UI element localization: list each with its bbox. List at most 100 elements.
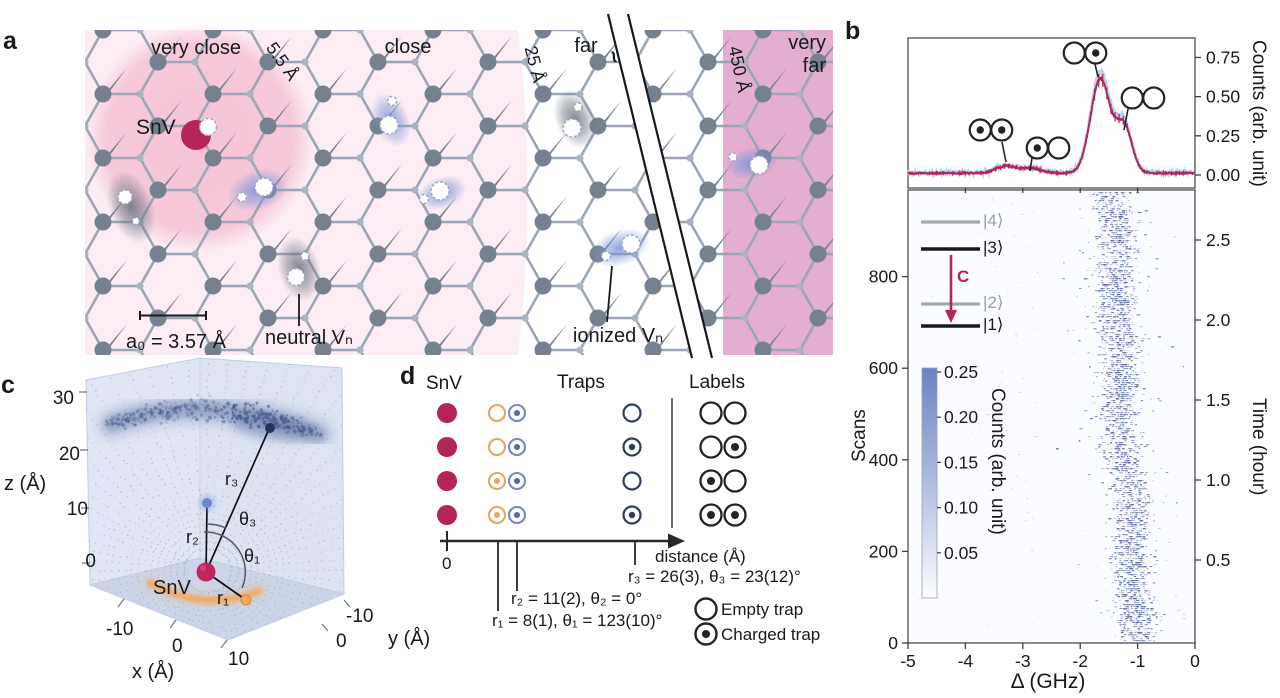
lattice-constant-label: a₀ = 3.57 Å xyxy=(125,331,227,353)
delta-axis-title: Δ (GHz) xyxy=(1010,670,1086,693)
svg-text:400: 400 xyxy=(869,450,898,470)
svg-text:0.50: 0.50 xyxy=(1206,87,1240,107)
state-row-2 xyxy=(437,435,747,459)
svg-text:0.05: 0.05 xyxy=(944,543,978,563)
break-line-left xyxy=(606,13,694,359)
trap2-point xyxy=(202,498,212,508)
svg-text:0.20: 0.20 xyxy=(944,407,978,427)
y-axis-title: y (Å) xyxy=(388,628,431,650)
vector-r2 xyxy=(205,504,208,573)
snv-dot xyxy=(437,505,457,525)
energy-level-diagram xyxy=(921,220,980,328)
region-label-close: close xyxy=(384,36,432,58)
snv-electron xyxy=(198,117,218,137)
r1-label: r₁ xyxy=(217,588,230,608)
wall-right xyxy=(199,357,345,595)
level-4-label: |4⟩ xyxy=(983,211,1004,230)
panel-b-plots: 0.000.250.500.7502004006008000.51.01.52.… xyxy=(869,37,1240,671)
ionized-leader-line xyxy=(606,265,613,323)
svg-text:-3: -3 xyxy=(1015,651,1031,671)
transition-c-arrowhead xyxy=(945,310,957,323)
vector-r3 xyxy=(205,428,270,573)
x-axis-title: x (Å) xyxy=(132,661,175,683)
break-line-right xyxy=(626,13,714,359)
panel-d-legend-table xyxy=(437,398,747,646)
snv-label-a: SnV xyxy=(136,116,176,139)
panel-c-3d-plot xyxy=(79,357,351,649)
x-tick-0: 0 xyxy=(172,636,183,657)
state-row-4 xyxy=(437,503,747,527)
svg-text:2.0: 2.0 xyxy=(1206,310,1231,330)
panel-b-label: b xyxy=(845,17,861,45)
r3-label: r₃ xyxy=(225,469,239,489)
column-header-traps: Traps xyxy=(557,372,605,393)
wall-left xyxy=(85,357,201,586)
svg-text:200: 200 xyxy=(869,541,898,561)
z-axis-title: z (Å) xyxy=(4,473,47,495)
distance-axis-label: distance (Å) xyxy=(655,547,746,566)
svg-text:-2: -2 xyxy=(1072,651,1088,671)
svg-text:1.0: 1.0 xyxy=(1206,470,1231,490)
svg-text:-5: -5 xyxy=(900,651,916,671)
level-2-label: |2⟩ xyxy=(983,293,1004,312)
svg-text:1.5: 1.5 xyxy=(1206,390,1230,410)
legend-charged-trap-label: Charged trap xyxy=(721,625,821,644)
y-tick-m10: -10 xyxy=(346,606,374,627)
spectrum-fit-curve xyxy=(907,75,1196,177)
x-tick-10: 10 xyxy=(228,649,250,670)
region-label-very-close: very close xyxy=(150,37,242,59)
state-row-1 xyxy=(437,401,747,425)
x-tick-m10: -10 xyxy=(106,619,134,640)
column-header-labels: Labels xyxy=(689,372,745,393)
colorbar xyxy=(921,367,938,599)
legend-empty-trap-label: Empty trap xyxy=(721,600,804,619)
spectrum-y-axis-title: Counts (arb. unit) xyxy=(1247,40,1269,187)
distance-axis-ticks xyxy=(446,531,636,611)
panel-c-label: c xyxy=(1,371,15,399)
snv-point-highlight xyxy=(200,565,206,571)
heatmap-speckles xyxy=(916,192,1190,642)
r2-label: r₂ xyxy=(186,527,199,547)
vectors-and-angles xyxy=(203,428,270,601)
annotation-r3: r₃ = 26(3), θ₃ = 23(12)° xyxy=(628,567,801,586)
distance-origin-label: 0 xyxy=(442,554,452,573)
y-tick-0: 0 xyxy=(336,631,347,652)
panel-a-label: a xyxy=(3,27,17,55)
snv-dot xyxy=(437,403,457,423)
axis-break-band xyxy=(608,14,712,358)
region-label-very-far: very far xyxy=(788,32,826,77)
region-label-far: far xyxy=(574,35,598,57)
time-axis-title: Time (hour) xyxy=(1247,398,1269,496)
colorbar-title: Counts (arb. unit) xyxy=(986,388,1008,535)
z-tick-30: 30 xyxy=(52,388,74,409)
snv-dot xyxy=(437,437,457,457)
annotation-r1: r₁ = 8(1), θ₁ = 123(10)° xyxy=(492,611,663,630)
theta1-label: θ₁ xyxy=(244,546,261,566)
snv-dot xyxy=(437,471,457,491)
panel-a-illustration xyxy=(85,13,833,359)
svg-text:0.10: 0.10 xyxy=(944,498,978,518)
svg-text:-1: -1 xyxy=(1130,651,1146,671)
trap3-point xyxy=(265,423,275,433)
peak-assignment-2 xyxy=(1025,136,1071,172)
peak-assignment-3 xyxy=(1062,41,1108,78)
lattice-constant-bracket xyxy=(139,311,207,320)
z-tick-10: 10 xyxy=(66,499,88,520)
heatmap-frame xyxy=(907,189,1196,644)
svg-text:0.00: 0.00 xyxy=(1206,165,1240,185)
svg-text:0.15: 0.15 xyxy=(944,452,978,472)
z-tick-20: 20 xyxy=(58,444,80,465)
z-tick-0: 0 xyxy=(85,551,96,572)
svg-text:2.5: 2.5 xyxy=(1206,230,1230,250)
peak-assignment-1 xyxy=(968,118,1014,163)
column-header-snv: SnV xyxy=(426,373,462,394)
svg-text:800: 800 xyxy=(869,267,898,287)
panel-c-tick-marks xyxy=(79,391,351,649)
trap1-point xyxy=(240,594,252,606)
panel-d-label: d xyxy=(400,362,416,390)
svg-text:0.25: 0.25 xyxy=(1206,126,1240,146)
snv-point xyxy=(196,562,216,582)
probability-cloud xyxy=(97,394,333,449)
